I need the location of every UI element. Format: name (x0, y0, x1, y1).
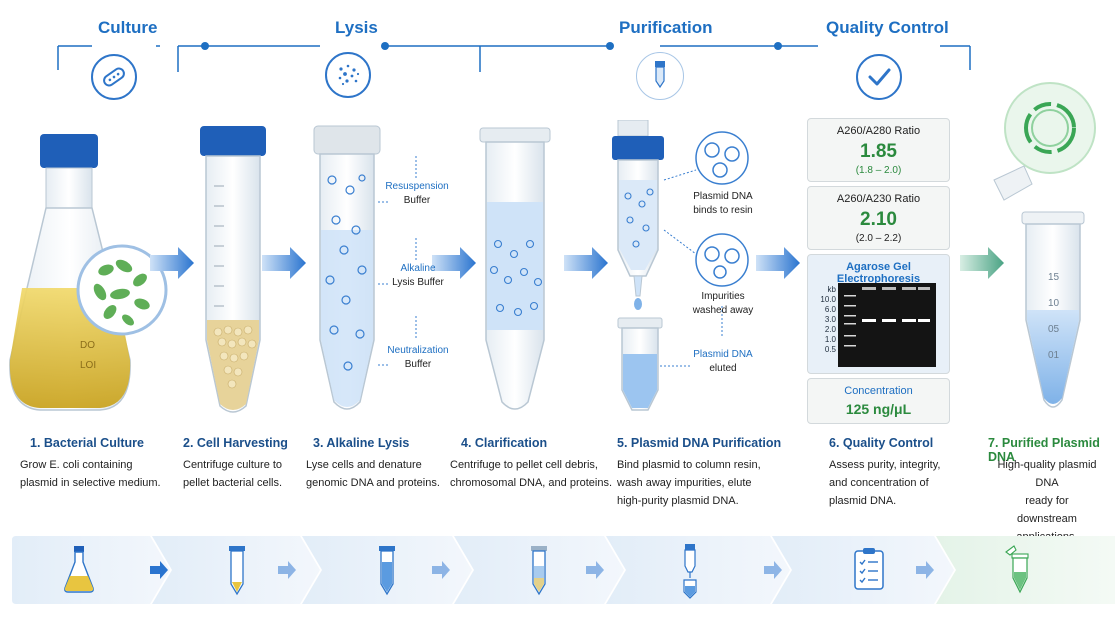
step-6-desc: Assess purity, integrity,and concentrati… (829, 459, 941, 507)
step-1-title: 1. Bacterial Culture (30, 436, 144, 450)
phase-purification: Purification (619, 18, 713, 37)
checkmark-icon (856, 54, 902, 100)
tube-mark-10: 10 (1048, 298, 1060, 309)
step-3-title: 3. Alkaline Lysis (313, 436, 410, 450)
phase-lysis: Lysis (335, 18, 378, 37)
bacteria-magnifier (76, 244, 168, 336)
a230-box: A260/A230 Ratio 2.10 (2.0 – 2.2) (807, 186, 950, 250)
step-5-desc: Bind plasmid to column resin,wash away i… (617, 459, 761, 507)
flask-mark-0: DO (80, 340, 95, 351)
phase-culture: Culture (98, 18, 158, 37)
final-microtube: 15 10 05 01 (993, 165, 1085, 408)
spin-column (612, 120, 664, 411)
phase-timeline (57, 42, 971, 72)
clipboard-checklist-icon (854, 548, 884, 590)
tube-mark-05: 05 (1048, 324, 1060, 335)
step-5-title: 5. Plasmid DNA Purification (617, 436, 782, 450)
bottom-process-band (12, 536, 1115, 604)
step-4-desc: Centrifuge to pellet cell debris,chromos… (450, 459, 613, 489)
step-arrows (150, 247, 1004, 279)
harvest-tube (200, 126, 266, 413)
step-4-title: 4. Clarification (461, 436, 548, 450)
tube-blue-icon (379, 546, 395, 596)
column-phase-icon (636, 52, 684, 100)
a280-box: A260/A280 Ratio 1.85 (1.8 – 2.0) (807, 118, 950, 182)
tube-mark-15: 15 (1048, 272, 1060, 283)
gel-image (838, 283, 936, 367)
tube-mark-01: 01 (1048, 350, 1060, 361)
tube-clarified-icon (531, 546, 547, 596)
plasmid-bind-callout (660, 131, 749, 367)
clarification-tube (479, 127, 551, 410)
step-6-title: 6. Quality Control (829, 436, 934, 450)
step-2-title: 2. Cell Harvesting (183, 436, 288, 450)
tube-pellet-icon (229, 546, 245, 596)
flask-mark-1: LOI (80, 360, 96, 371)
lysis-particles-icon (325, 52, 371, 98)
microtube-green-icon (1005, 545, 1029, 594)
phase-quality-control: Quality Control (826, 18, 949, 37)
plasmid-circle-icon (1004, 82, 1096, 174)
bacterium-icon (91, 54, 137, 100)
flask-icon (64, 546, 94, 593)
process-illustrations: DO LOI (9, 120, 1004, 413)
column-icon (683, 544, 697, 599)
step-7-title: 7. Purified Plasmid DNA (988, 436, 1100, 464)
lysis-tube (313, 125, 417, 410)
concentration-box: Concentration 125 ng/μL (807, 378, 950, 424)
